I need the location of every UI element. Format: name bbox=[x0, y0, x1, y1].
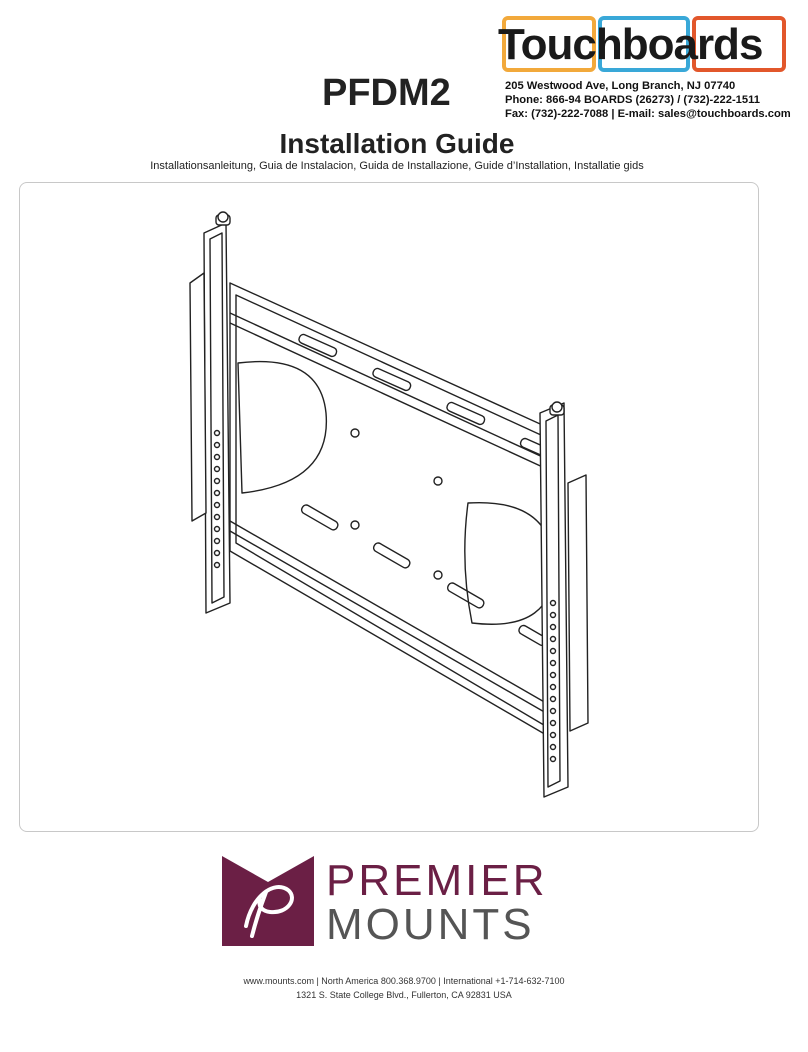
premier-mounts-mark-icon bbox=[222, 856, 314, 946]
distributor-fax-email: Fax: (732)-222-7088 | E-mail: sales@touc… bbox=[505, 108, 791, 120]
product-illustration-frame bbox=[19, 182, 759, 832]
distributor-phone: Phone: 866-94 BOARDS (26273) / (732)-222… bbox=[505, 94, 760, 106]
footer-contact: www.mounts.com | North America 800.368.9… bbox=[243, 976, 565, 986]
touchboards-logo: Touchboards bbox=[494, 16, 788, 76]
distributor-address: 205 Westwood Ave, Long Branch, NJ 07740 bbox=[505, 80, 736, 92]
page-title: Installation Guide bbox=[279, 128, 515, 159]
footer-address: 1321 S. State College Blvd., Fullerton, … bbox=[296, 990, 512, 1000]
logo-tile-blue bbox=[598, 16, 690, 72]
arm-adjustment-holes bbox=[213, 429, 557, 763]
logo-tile-orange bbox=[502, 16, 596, 72]
brand-name-mounts: MOUNTS bbox=[326, 900, 535, 949]
logo-tile-red bbox=[692, 16, 786, 72]
premier-mounts-logo: PREMIER MOUNTS bbox=[222, 856, 562, 949]
model-number: PFDM2 bbox=[322, 72, 451, 114]
mount-plate bbox=[229, 282, 561, 744]
right-mounting-arm bbox=[539, 401, 589, 798]
logo-text: Touchboards bbox=[498, 20, 763, 69]
wall-mount-bracket-icon bbox=[189, 211, 589, 798]
page-subtitle: Installationsanleitung, Guia de Instalac… bbox=[150, 160, 644, 172]
brand-name-premier: PREMIER bbox=[326, 856, 548, 905]
left-mounting-arm bbox=[189, 211, 231, 614]
